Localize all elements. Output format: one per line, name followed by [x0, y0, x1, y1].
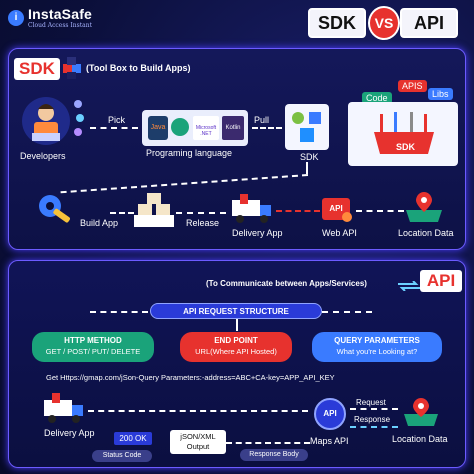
sdk-label: SDK	[300, 152, 319, 162]
release-label: Release	[186, 218, 220, 228]
kotlin-icon: Kotlin	[222, 116, 244, 140]
arrow-pull	[252, 127, 282, 129]
status-ok-badge: 200 OK	[114, 432, 152, 445]
gear-icon	[342, 212, 352, 222]
dotnet-icon: Microsoft .NET	[193, 116, 219, 140]
response-label: Response	[354, 415, 391, 424]
maps-api-icon: API	[314, 398, 346, 430]
code-tag: Code	[362, 92, 392, 104]
windows-icon	[300, 128, 314, 142]
endpoint-title: END POINT	[214, 336, 258, 345]
location-map-icon	[406, 192, 442, 222]
exchange-arrows-icon	[398, 278, 420, 292]
delivery-truck-icon	[232, 194, 271, 223]
shield-icon: i	[8, 9, 24, 26]
code-icon	[74, 128, 82, 136]
brand-tagline: Cloud Access Instant	[28, 22, 92, 29]
arrow-webapi-location	[356, 210, 404, 212]
developers-label: Developers	[20, 151, 66, 161]
cloud-icon	[309, 112, 321, 124]
arrow-response	[350, 426, 398, 428]
json-output-box: jSON/XML Output	[170, 430, 226, 454]
toolbox-icon	[374, 112, 434, 154]
brand-name: InstaSafe	[28, 6, 93, 22]
endpoint-value: URL(Where API Hosted)	[195, 347, 277, 356]
boxes-icon	[134, 193, 174, 227]
http-method-title: HTTP METHOD	[64, 336, 122, 345]
web-api-label: Web API	[322, 228, 357, 238]
libs-tag: Libs	[428, 88, 453, 100]
api-subtitle: (To Communicate between Apps/Services)	[206, 279, 367, 288]
maps-api-label: Maps API	[310, 436, 349, 446]
delivery-app-label: Delivery App	[232, 228, 283, 238]
sdk-badge: SDK	[14, 58, 60, 80]
arrow-release	[176, 212, 226, 214]
example-request: Get Https://gmap.com/jSon-Query Paramete…	[46, 373, 335, 382]
sdk-device	[285, 104, 329, 150]
sdk-subtitle: (Tool Box to Build Apps)	[86, 63, 191, 73]
http-method-value: GET / POST/ PUT/ DELETE	[45, 347, 141, 356]
developer-icon	[22, 97, 70, 145]
cube-icon	[63, 57, 81, 79]
arrow-delivery-webapi	[276, 210, 320, 212]
pick-label: Pick	[108, 115, 126, 125]
java-icon: Java	[148, 116, 168, 140]
programming-label: Programing language	[146, 148, 233, 158]
api-panel	[8, 260, 466, 468]
build-app-label: Build App	[80, 218, 119, 228]
pull-label: Pull	[254, 115, 270, 125]
brand-logo: i InstaSafe Cloud Access Instant	[8, 6, 92, 29]
header-vs: VS	[368, 6, 400, 40]
connector-down	[306, 162, 308, 174]
query-params-value: What you're Looking at?	[336, 347, 418, 356]
location-map-icon	[404, 398, 438, 426]
globe-icon	[76, 114, 84, 122]
toolbox-label: SDK	[396, 142, 416, 152]
android-icon	[292, 112, 304, 124]
request-label: Request	[356, 398, 386, 407]
query-params-box: QUERY PARAMETERS What you're Looking at?	[312, 332, 442, 362]
apis-tag: APIS	[398, 80, 427, 92]
endpoint-box: END POINT URL(Where API Hosted)	[180, 332, 292, 362]
status-code-label: Status Code	[92, 450, 152, 462]
location-data-label-api: Location Data	[392, 434, 448, 444]
language-icon	[171, 118, 189, 136]
build-app-icon	[39, 195, 70, 223]
structure-line-left	[90, 311, 148, 313]
arrow-response-body	[226, 442, 310, 444]
header-api: API	[400, 8, 458, 38]
api-structure-title: API REQUEST STRUCTURE	[150, 303, 322, 319]
delivery-app-label-api: Delivery App	[44, 428, 95, 438]
arrow-delivery-maps	[88, 410, 308, 412]
http-method-box: HTTP METHOD GET / POST/ PUT/ DELETE	[32, 332, 154, 362]
response-body-label: Response Body	[240, 449, 308, 461]
structure-line-center	[236, 319, 238, 331]
api-badge: API	[420, 270, 462, 292]
gear-icon	[74, 100, 82, 108]
query-params-title: QUERY PARAMETERS	[334, 336, 420, 345]
arrow-pick	[90, 127, 138, 129]
structure-line-right	[322, 311, 372, 313]
header-sdk: SDK	[308, 8, 366, 38]
delivery-truck-icon	[44, 393, 83, 423]
location-data-label: Location Data	[398, 228, 454, 238]
arrow-request	[350, 408, 398, 410]
arrow-build	[110, 212, 134, 214]
